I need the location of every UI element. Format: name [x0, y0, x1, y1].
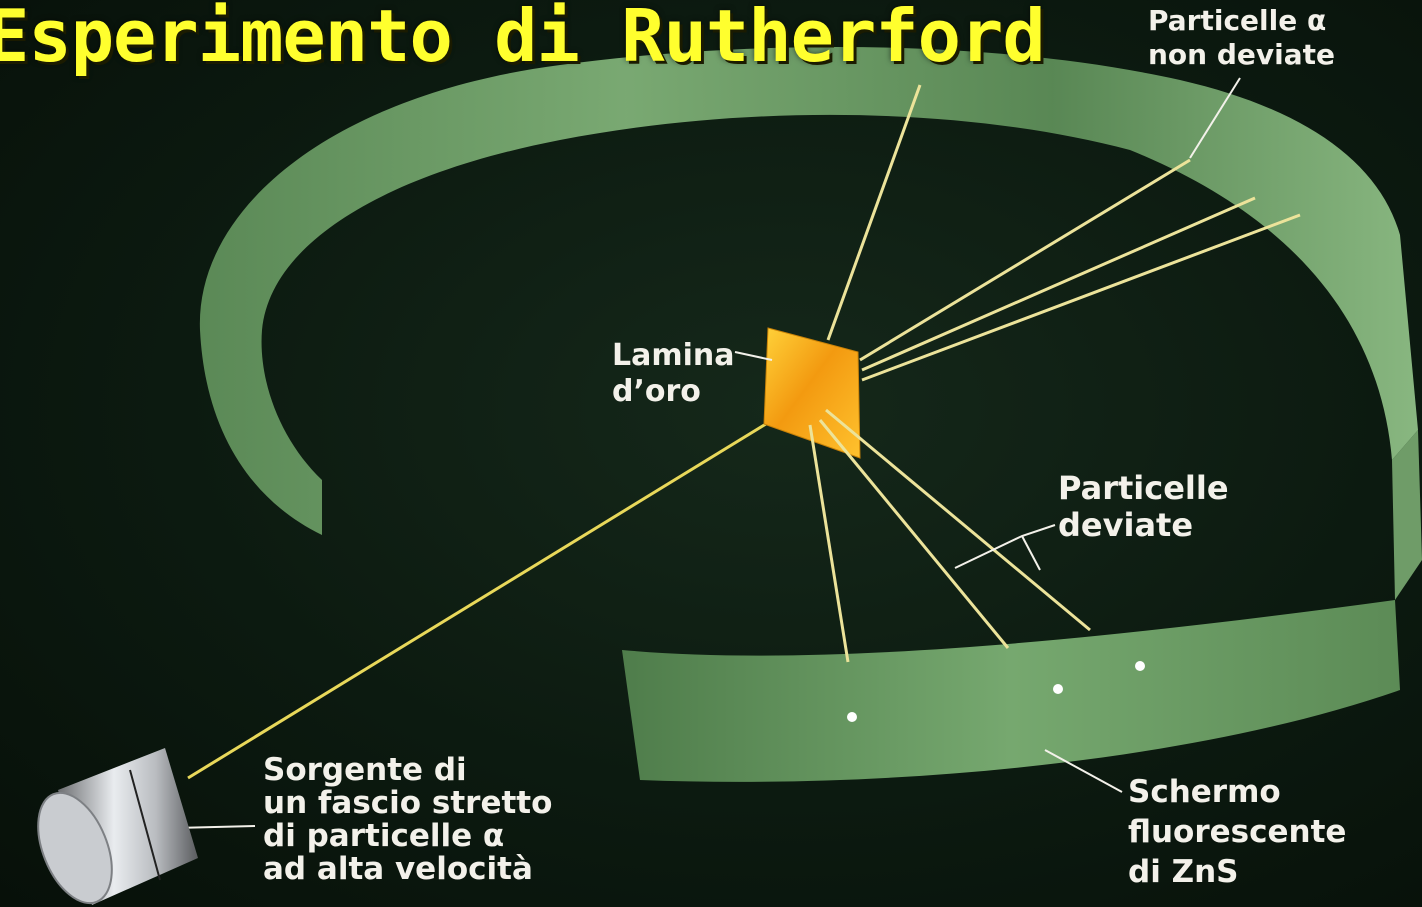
deflected-ray	[818, 419, 1010, 649]
label-line: Schermo	[1128, 774, 1281, 810]
deflected-ray	[825, 408, 1091, 632]
label-line: fluorescente	[1128, 814, 1347, 850]
label-fluorescent-screen: Schermo fluorescente di ZnS	[1128, 772, 1346, 892]
label-line: Particelle	[1058, 469, 1229, 507]
leader-screen	[1044, 749, 1123, 793]
label-line: di ZnS	[1128, 854, 1239, 890]
label-line: d’oro	[612, 374, 701, 409]
undeflected-ray	[826, 84, 922, 341]
scintillation-dot	[1053, 684, 1063, 694]
alpha-source	[37, 748, 198, 905]
screen-ring-right	[1392, 430, 1422, 600]
scintillation-dot	[847, 712, 857, 722]
leader-foil	[734, 351, 773, 361]
label-line: Particelle α	[1148, 4, 1327, 37]
label-line: deviate	[1058, 506, 1194, 544]
deflected-ray	[808, 424, 850, 663]
scintillation-dot	[1135, 661, 1145, 671]
label-gold-foil: Lamina d’oro	[612, 338, 735, 410]
label-line: non deviate	[1148, 38, 1336, 71]
undeflected-ray	[859, 158, 1191, 362]
label-line: ad alta velocità	[263, 851, 533, 887]
label-deflected-particles: Particelle deviate	[1058, 470, 1229, 544]
label-undeflected-particles: Particelle α non deviate	[1148, 4, 1335, 72]
label-line: un fascio stretto	[263, 785, 553, 821]
gold-foil	[763, 327, 861, 459]
label-alpha-source: Sorgente di un fascio stretto di partice…	[263, 754, 552, 886]
leader-undeflected	[1189, 77, 1241, 159]
page-title: Esperimento di Rutherford	[0, 0, 1046, 78]
label-line: di particelle α	[263, 818, 505, 854]
undeflected-ray	[861, 196, 1256, 372]
screen-ring-front	[622, 600, 1400, 782]
undeflected-ray	[861, 213, 1301, 382]
label-line: Sorgente di	[263, 752, 467, 788]
incident-beam	[187, 398, 806, 780]
screen-ring-back	[199, 46, 1418, 535]
label-line: Lamina	[612, 338, 735, 373]
leader-deflected-2	[1021, 535, 1041, 571]
